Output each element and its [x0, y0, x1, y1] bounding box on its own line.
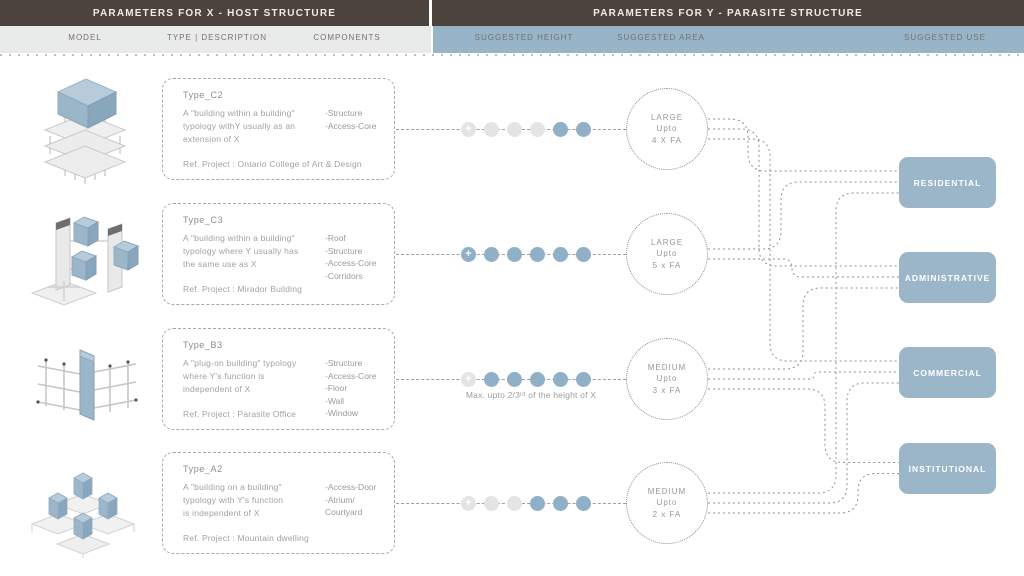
column-header-components: COMPONENTS [313, 33, 381, 42]
model-c3-illustration [30, 216, 140, 306]
height-dot [553, 372, 568, 387]
type-card-c3: Type_C3 A "building within a building" t… [162, 203, 395, 305]
area-upto: Upto [656, 374, 678, 384]
height-dot [530, 247, 545, 262]
reference-project: Ref. Project : Mirador Building [183, 284, 303, 294]
area-value: 2 x FA [652, 509, 682, 519]
use-label: ADMINISTRATIVE [904, 272, 991, 283]
height-dot [507, 122, 522, 137]
type-components: -Access-Door -Atrium/ Courtyard [325, 482, 377, 517]
type-name: Type_C3 [183, 215, 224, 225]
area-value: 4 X FA [651, 135, 682, 145]
type-name: Type_C2 [183, 90, 224, 100]
suggested-area-circle: MEDIUM Upto 2 x FA [626, 462, 708, 544]
use-box-residential[interactable]: RESIDENTIAL [899, 157, 996, 208]
column-header-type-description: TYPE | DESCRIPTION [166, 33, 268, 42]
use-label: COMMERCIAL [913, 367, 982, 378]
suggested-area-circle: MEDIUM Upto 3 x FA [626, 338, 708, 420]
height-dot-plus: + [461, 496, 476, 511]
type-card-b3: Type_B3 A "plug-on building" typology wh… [162, 328, 395, 430]
type-components: -Structure -Access-Core -Floor -Wall -Wi… [325, 358, 377, 418]
parasite-structure-title: PARAMETERS FOR Y - PARASITE STRUCTURE [593, 7, 863, 19]
column-header-suggested-use: SUGGESTED USE [904, 33, 986, 42]
height-dot-plus: + [461, 247, 476, 262]
type-name: Type_B3 [183, 340, 223, 350]
area-size: LARGE [650, 112, 684, 122]
column-header-suggested-height: SUGGESTED HEIGHT [474, 33, 574, 42]
area-size: MEDIUM [647, 362, 687, 372]
height-dot-plus: + [461, 122, 476, 137]
height-dot [484, 247, 499, 262]
type-components: -Roof -Structure -Access-Core -Corridors [325, 233, 377, 281]
height-dots: + [461, 122, 591, 137]
reference-project: Ref. Project : Parasite Office [183, 409, 297, 419]
height-dot [530, 372, 545, 387]
height-dot [576, 496, 591, 511]
height-dot [576, 372, 591, 387]
height-dot [507, 496, 522, 511]
height-note: Max. upto 2/3ʳᵈ of the height of X [465, 390, 597, 400]
use-label: INSTITUTIONAL [908, 463, 987, 474]
height-dot [507, 372, 522, 387]
area-size: MEDIUM [647, 486, 687, 496]
use-box-institutional[interactable]: INSTITUTIONAL [899, 443, 996, 494]
host-structure-header: PARAMETERS FOR X - HOST STRUCTURE [0, 0, 429, 26]
height-dot [530, 496, 545, 511]
dotted-separator [0, 54, 1024, 56]
height-dots: + [461, 247, 591, 262]
typology-row-b3: Type_B3 A "plug-on building" typology wh… [0, 328, 1024, 440]
type-description: A "building on a building" typology with… [183, 482, 284, 518]
use-box-administrative[interactable]: ADMINISTRATIVE [899, 252, 996, 303]
height-dots: + [461, 496, 591, 511]
height-dot [484, 122, 499, 137]
height-dot-plus: + [461, 372, 476, 387]
use-label: RESIDENTIAL [913, 177, 982, 188]
area-value: 3 x FA [652, 385, 682, 395]
type-description: A "building within a building" typology … [183, 233, 299, 269]
parasite-structure-header: PARAMETERS FOR Y - PARASITE STRUCTURE [432, 0, 1024, 26]
area-upto: Upto [656, 498, 678, 508]
typology-row-c3: Type_C3 A "building within a building" t… [0, 203, 1024, 315]
height-dot [530, 122, 545, 137]
area-size: LARGE [650, 237, 684, 247]
height-dot [484, 372, 499, 387]
model-b3-illustration [36, 349, 138, 421]
height-dot [576, 122, 591, 137]
type-card-c2: Type_C2 A "building within a building" t… [162, 78, 395, 180]
type-card-a2: Type_A2 A "building on a building" typol… [162, 452, 395, 554]
parasite-columns-strip [433, 26, 1024, 53]
column-header-suggested-area: SUGGESTED AREA [617, 33, 705, 42]
reference-project: Ref. Project : Ontario College of Art & … [183, 159, 362, 169]
height-dot [507, 247, 522, 262]
type-name: Type_A2 [183, 464, 223, 474]
use-box-commercial[interactable]: COMMERCIAL [899, 347, 996, 398]
type-description: A "plug-on building" typology where Y's … [183, 358, 297, 394]
typology-row-c2: Type_C2 A "building within a building" t… [0, 78, 1024, 190]
type-components: -Structure -Access-Core [325, 108, 377, 131]
host-columns-strip [0, 26, 431, 53]
height-dot [553, 247, 568, 262]
height-dots: + [461, 372, 591, 387]
area-upto: Upto [656, 249, 678, 259]
model-a2-illustration [30, 472, 136, 558]
host-structure-title: PARAMETERS FOR X - HOST STRUCTURE [92, 7, 337, 19]
suggested-area-circle: LARGE Upto 4 X FA [626, 88, 708, 170]
height-dot [576, 247, 591, 262]
model-c2-illustration [43, 78, 127, 184]
reference-project: Ref. Project : Mountain dwelling [183, 533, 309, 543]
column-header-model: MODEL [68, 33, 102, 42]
area-upto: Upto [656, 124, 678, 134]
typology-row-a2: Type_A2 A "building on a building" typol… [0, 452, 1024, 564]
area-value: 5 x FA [652, 260, 682, 270]
suggested-area-circle: LARGE Upto 5 x FA [626, 213, 708, 295]
height-dot [484, 496, 499, 511]
height-dot [553, 496, 568, 511]
type-description: A "building within a building" typology … [183, 108, 296, 144]
height-dot [553, 122, 568, 137]
